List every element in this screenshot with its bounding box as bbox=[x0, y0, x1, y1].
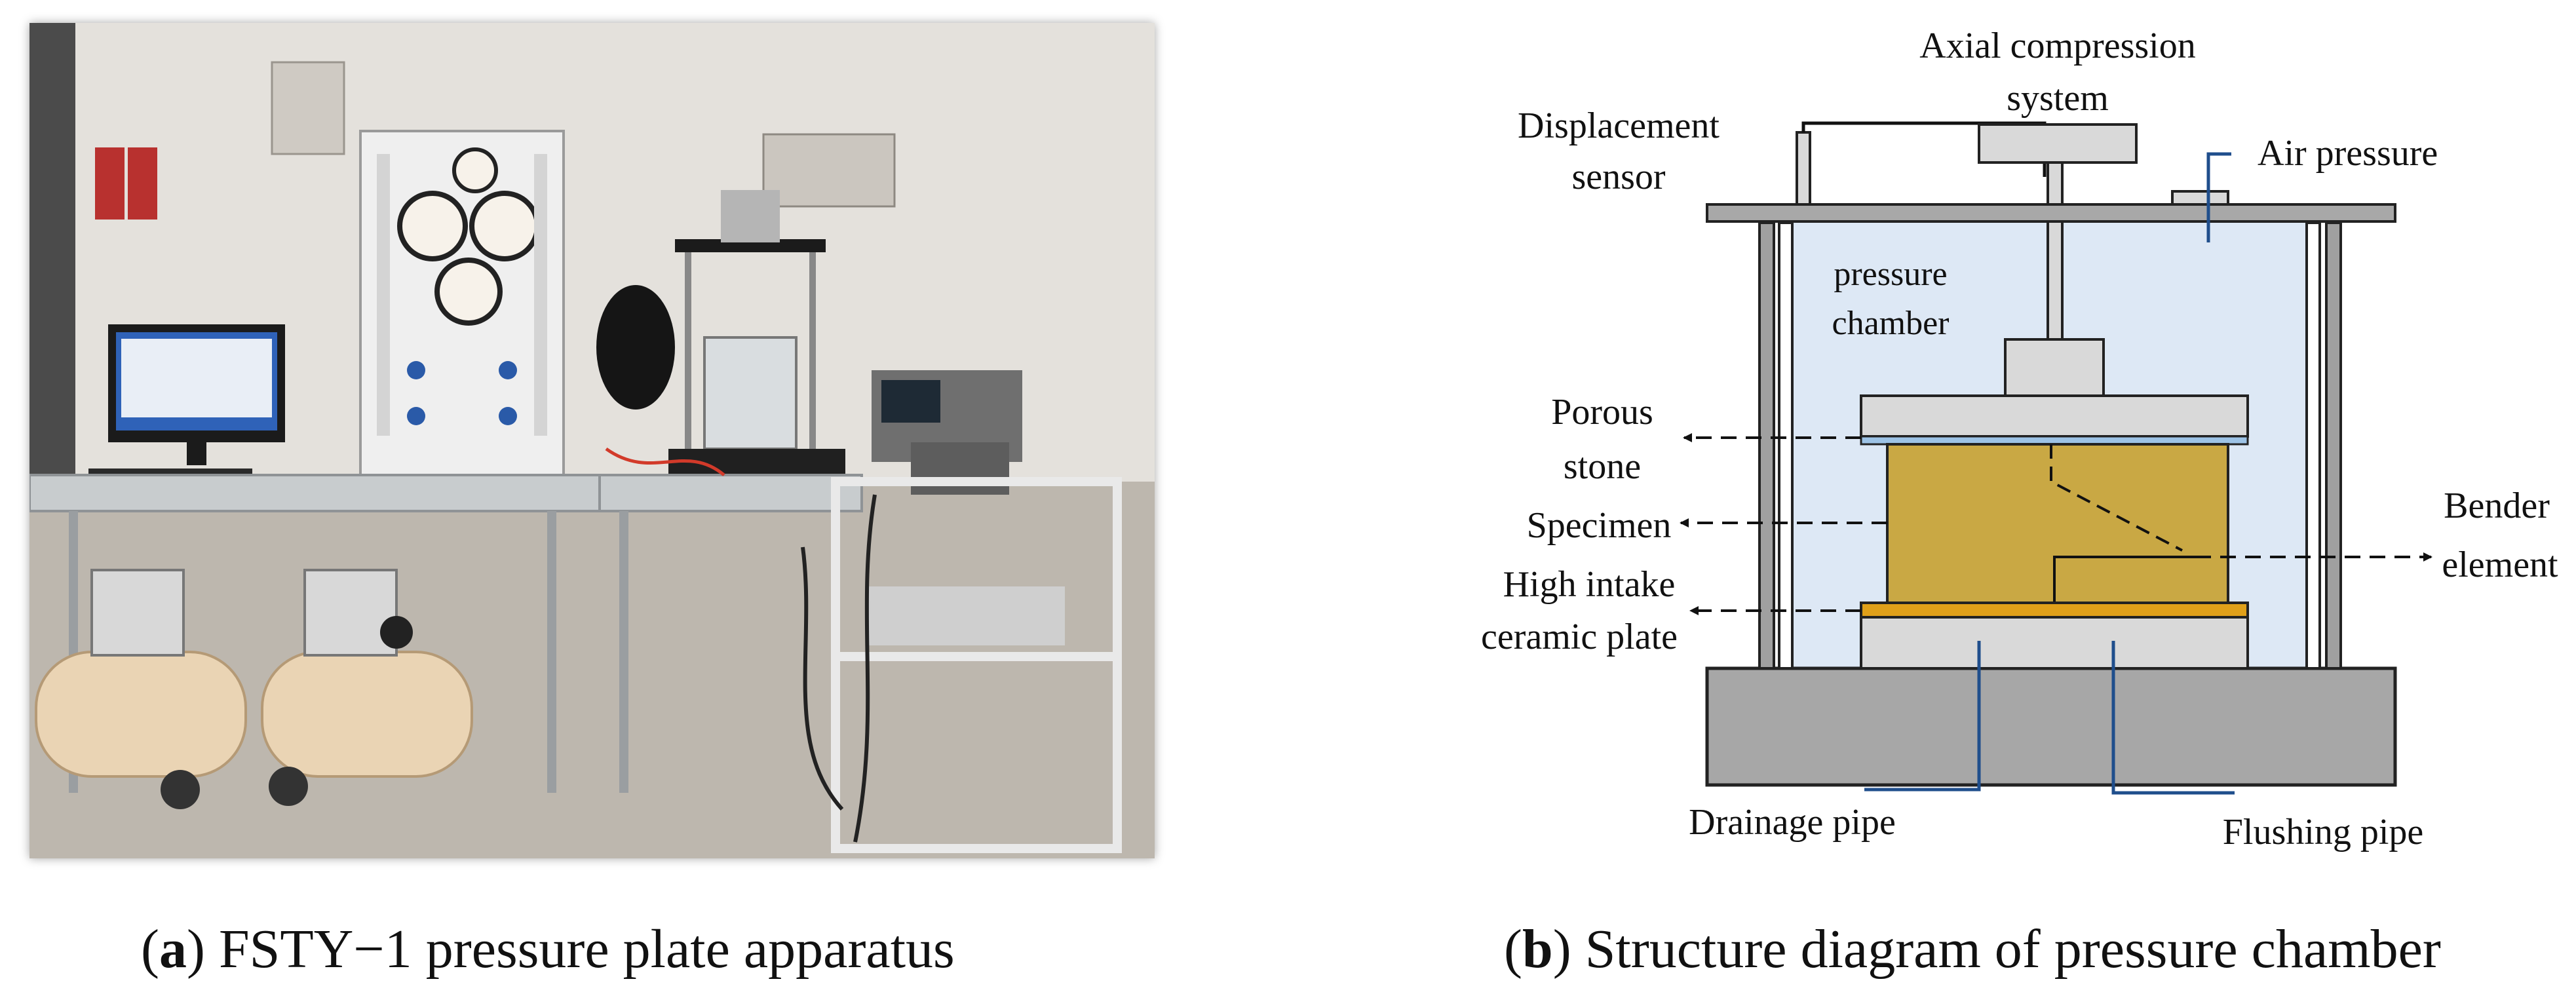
displacement-sensor-label-2: sensor bbox=[1571, 157, 1665, 197]
right-post-outer bbox=[2325, 221, 2342, 670]
caption-a-letter: a bbox=[159, 919, 187, 980]
loading-cap bbox=[2004, 338, 2105, 397]
left-post-outer bbox=[1758, 221, 1775, 670]
specimen-label: Specimen bbox=[1527, 505, 1672, 546]
bender-element-bottom bbox=[2053, 556, 2195, 603]
high-intake-label-2: ceramic plate bbox=[1481, 617, 1678, 657]
flushing-pipe-label: Flushing pipe bbox=[2223, 812, 2423, 852]
caption-b-text: Structure diagram of pressure chamber bbox=[1585, 919, 2441, 980]
bender-element-label: Bender bbox=[2444, 486, 2550, 526]
bender-element-top bbox=[2050, 444, 2183, 552]
top-plate bbox=[1860, 394, 2249, 438]
top-cover bbox=[1706, 203, 2396, 223]
air-inlet bbox=[2171, 190, 2229, 206]
left-post-inner bbox=[1778, 221, 1794, 670]
pressure-chamber-label-2: chamber bbox=[1832, 305, 1949, 342]
pressure-chamber-diagram: Axial compression system Displacement se… bbox=[1429, 13, 2569, 871]
drainage-pipe-line bbox=[1864, 641, 1981, 792]
bottom-plate bbox=[1860, 616, 2249, 670]
axial-compression-label-2: system bbox=[2007, 78, 2109, 119]
porous-stone-label-2: stone bbox=[1564, 446, 1641, 487]
apparatus-photo bbox=[29, 23, 1155, 858]
displacement-sensor bbox=[1796, 131, 1811, 206]
porous-stone-label: Porous bbox=[1551, 392, 1653, 432]
bender-element-label-2: element bbox=[2442, 545, 2558, 585]
axial-compression-label: Axial compression bbox=[1919, 26, 2195, 66]
base-block bbox=[1705, 666, 2397, 787]
flushing-pipe-line bbox=[2111, 641, 2235, 795]
caption-b-letter: b bbox=[1522, 919, 1553, 980]
caption-a: (a) FSTY−1 pressure plate apparatus bbox=[141, 919, 955, 980]
specimen bbox=[1886, 443, 2229, 604]
caption-a-text: FSTY−1 pressure plate apparatus bbox=[218, 919, 955, 980]
air-pressure-label: Air pressure bbox=[2258, 133, 2438, 174]
caption-b: (b) Structure diagram of pressure chambe… bbox=[1504, 919, 2441, 980]
ceramic-plate bbox=[1860, 602, 2249, 619]
drainage-pipe-label: Drainage pipe bbox=[1689, 802, 1896, 843]
right-post-inner bbox=[2305, 221, 2321, 670]
high-intake-label: High intake bbox=[1503, 564, 1676, 605]
axial-head bbox=[1978, 123, 2138, 164]
pressure-chamber-label: pressure bbox=[1834, 256, 1947, 293]
axial-rod-lower bbox=[2047, 220, 2064, 341]
displacement-sensor-label: Displacement bbox=[1518, 105, 1720, 146]
air-pressure-line bbox=[2206, 152, 2231, 242]
axial-rod-upper bbox=[2047, 161, 2064, 206]
